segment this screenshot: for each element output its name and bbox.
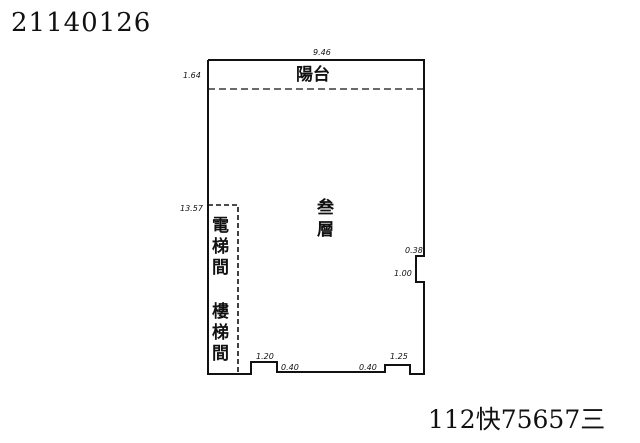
dim-bottom-right-step: 1.25: [390, 352, 408, 361]
floor-label-2: 層: [317, 220, 334, 240]
floor-label-1: 叁: [316, 197, 335, 218]
document-code: 21140126: [11, 8, 152, 38]
elevator-label-3: 間: [212, 258, 229, 278]
balcony-label: 陽台: [296, 64, 330, 85]
dim-balcony-depth: 1.64: [183, 71, 201, 80]
stairs-label-1: 樓: [212, 301, 229, 322]
elevator-label-1: 電: [212, 216, 229, 236]
dim-left-depth: 13.57: [180, 204, 204, 213]
dim-notch-upper: 0.38: [405, 246, 423, 255]
elevator-label-2: 梯: [212, 236, 229, 257]
stair-core-outline: [208, 204, 239, 374]
dim-top-width: 9.46: [313, 48, 331, 57]
dim-bottom-left-step: 1.20: [256, 352, 274, 361]
dim-bottom-right-offset: 0.40: [359, 363, 377, 372]
dim-notch-length: 1.00: [394, 269, 412, 278]
dim-bottom-left-offset: 0.40: [281, 363, 299, 372]
floor-plan-outline: [207, 59, 425, 375]
stairs-label-3: 間: [212, 344, 229, 364]
reference-code: 112快75657三: [428, 405, 606, 434]
stairs-label-2: 梯: [212, 322, 229, 343]
